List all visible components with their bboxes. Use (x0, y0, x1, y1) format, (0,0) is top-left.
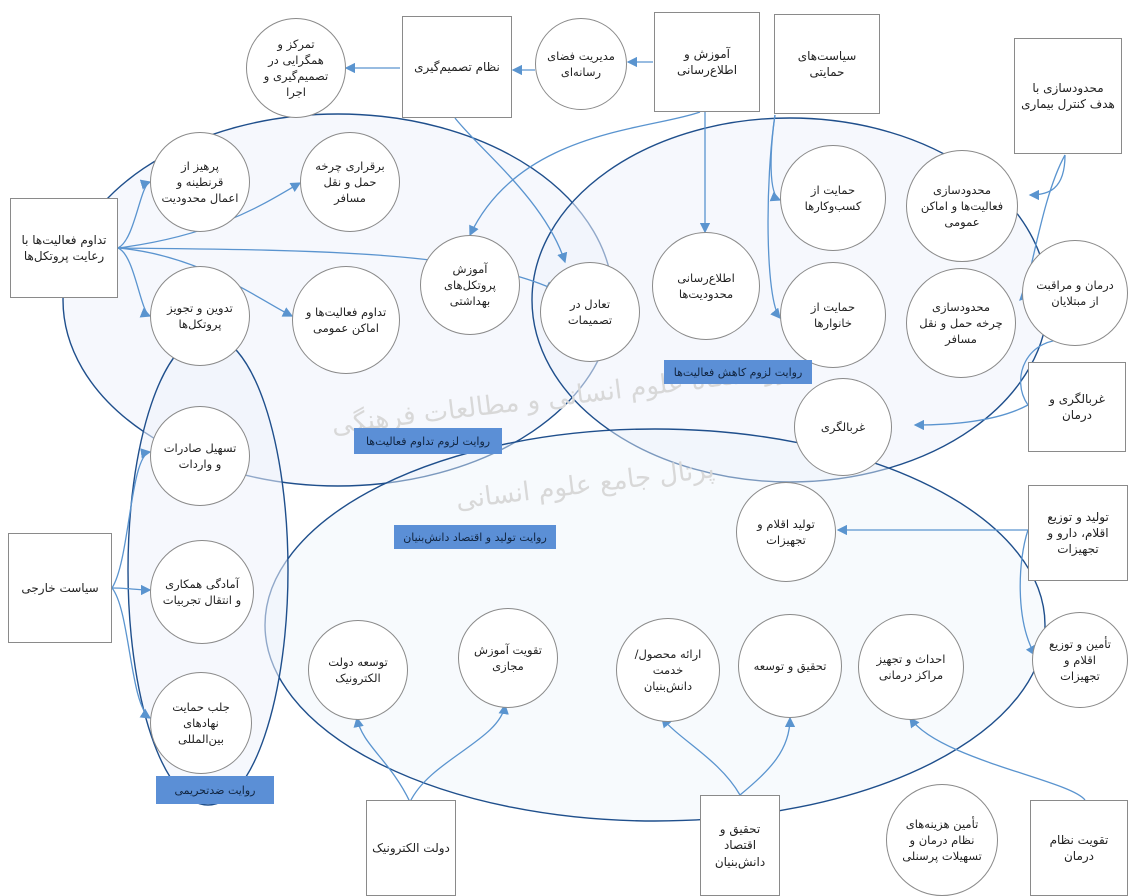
circle-tamin-hazineh: تأمین هزینه‌های نظام درمان و تسهیلات پرس… (886, 784, 998, 896)
circle-hemayat-khanevar: حمایت از خانوارها (780, 262, 886, 368)
box-tolid-tozi-aghlam: تولید و توزیع اقلام، دارو و تجهیزات (1028, 485, 1128, 581)
circle-jalb-hemayat: جلب حمایت نهادهای بین‌المللی (150, 672, 252, 774)
circle-tosee-dolat: توسعه دولت الکترونیک (308, 620, 408, 720)
circle-darman-mobtalayan: درمان و مراقبت از مبتلایان (1022, 240, 1128, 346)
link-nezam-tadol (454, 117, 568, 264)
box-taghviat-nezam-darman: تقویت نظام درمان (1030, 800, 1128, 896)
box-gharbalgari-darman: غربالگری و درمان (1028, 362, 1126, 452)
link-bimari-faaliat (1028, 154, 1066, 201)
circle-ehdas-marakez: احداث و تجهیز مراکز درمانی (858, 614, 964, 720)
link-tadavom-parhiz (117, 179, 152, 249)
circle-tadvin-protocol: تدوین و تجویز پروتکل‌ها (150, 266, 250, 366)
circle-tadavom-amaken: تداوم فعالیت‌ها و اماکن عمومی (292, 266, 400, 374)
circle-gharbalgari: غربالگری (794, 378, 892, 476)
circle-tahghigh-tosee: تحقیق و توسعه (738, 614, 842, 718)
circle-amoozesh-protocol: آموزش پروتکل‌های بهداشتی (420, 235, 520, 335)
box-dolat-electronic: دولت الکترونیک (366, 800, 456, 896)
link-tahghigh-tosee (739, 716, 796, 796)
link-tolid-tamin (1019, 529, 1036, 657)
circle-amadegi-hamkari: آمادگی همکاری و انتقال تجربیات (150, 540, 254, 644)
box-amoozesh-etela: آموزش و اطلاع‌رسانی (654, 12, 760, 112)
circle-mahdood-faaliat: محدودسازی فعالیت‌ها و اماکن عمومی (906, 150, 1018, 262)
circle-tamin-tozi: تأمین و توزیع اقلام و تجهیزات (1032, 612, 1128, 708)
tag-revayat-tadavom: روایت لزوم تداوم فعالیت‌ها (354, 428, 502, 454)
link-khareji-tashil (111, 448, 152, 589)
box-tadavom-ba-protocol: تداوم فعالیت‌ها با رعایت پروتکل‌ها (10, 198, 118, 298)
box-nezam-tasmim: نظام تصمیم‌گیری (402, 16, 512, 118)
circle-tamarkoz: تمرکز و همگرایی در تصمیم‌گیری و اجرا (246, 18, 346, 118)
circle-tadol-tasmimat: تعادل در تصمیمات (540, 262, 640, 362)
tag-revayat-kahesh: روایت لزوم کاهش فعالیت‌ها (664, 360, 812, 384)
circle-tolid-aghlam: تولید اقلام و تجهیزات (736, 482, 836, 582)
link-hemayati-khanevar (767, 114, 781, 320)
link-dolat-taghviat (409, 703, 509, 803)
circle-hemayat-kasbokar: حمایت از کسب‌وکارها (780, 145, 886, 251)
circle-taghviat-amoozesh: تقویت آموزش مجازی (458, 608, 558, 708)
circle-tashil-saderat: تسهیل صادرات و واردات (150, 406, 250, 506)
box-siasat-hemayati: سیاست‌های حمایتی (774, 14, 880, 114)
link-tadavom-bargharari (117, 182, 302, 249)
link-darman-ehdas (909, 716, 1086, 801)
link-khareji-amadegi (111, 584, 152, 596)
box-tahghigh-eghtesad: تحقیق و اقتصاد دانش‌بنیان (700, 795, 780, 896)
tag-revayat-zedtahrimi: روایت ضدتحریمی (156, 776, 274, 804)
link-tadavom-tadvin (117, 247, 152, 318)
box-mahdood-bimari: محدودسازی با هدف کنترل بیماری (1014, 38, 1122, 154)
link-darman-gharbal (913, 404, 1029, 431)
circle-modiriat-faza: مدیریت فضای رسانه‌ای (535, 18, 627, 110)
circle-eraee-mahsool: ارائه محصول/ خدمت دانش‌بنیان (616, 618, 720, 722)
circle-etela-mahdoodiat: اطلاع‌رسانی محدودیت‌ها (652, 232, 760, 340)
tag-revayat-tolid: روایت تولید و اقتصاد دانش‌بنیان (394, 525, 556, 549)
circle-mahdood-haml: محدودسازی چرخه حمل و نقل مسافر (906, 268, 1016, 378)
link-amoozesh-amoozeshprotocol (469, 111, 701, 237)
circle-bargharari-haml: برقراری چرخه حمل و نقل مسافر (300, 132, 400, 232)
circle-parhiz-gharantine: پرهیز از قرنطینه و اعمال محدودیت (150, 132, 250, 232)
link-dolat-tosee (353, 716, 411, 803)
box-siasat-khareji: سیاست خارجی (8, 533, 112, 643)
link-tahghigh-eraee (661, 716, 741, 796)
link-khareji-jalb (111, 587, 152, 719)
